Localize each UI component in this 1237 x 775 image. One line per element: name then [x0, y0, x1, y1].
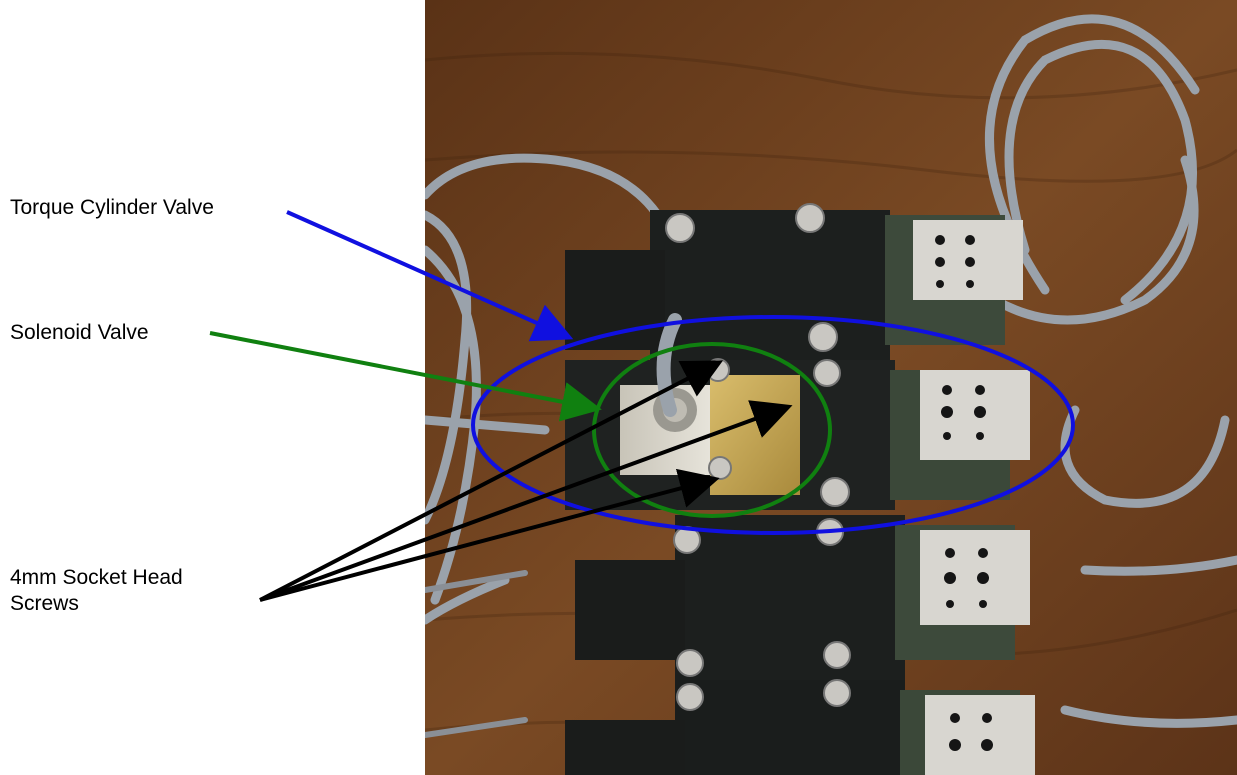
hydraulic-valve-photo — [425, 0, 1237, 775]
torque-cylinder-valve-label: Torque Cylinder Valve — [10, 196, 214, 219]
socket-head-screws-label: 4mm Socket Head Screws — [10, 566, 183, 615]
solenoid-valve-label: Solenoid Valve — [10, 321, 149, 344]
